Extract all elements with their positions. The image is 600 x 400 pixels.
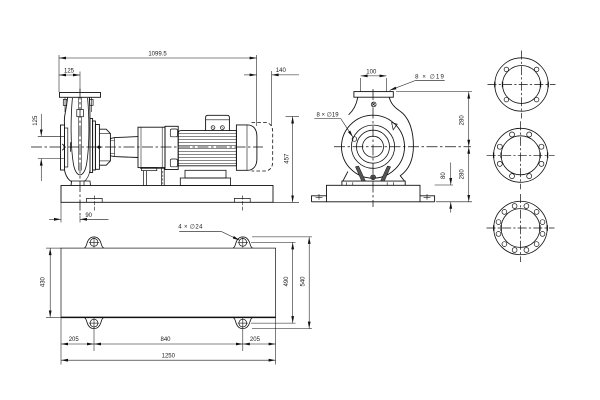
svg-text:457: 457: [284, 153, 290, 164]
svg-text:840: 840: [160, 337, 171, 343]
svg-text:205: 205: [250, 337, 261, 343]
svg-text:100: 100: [366, 69, 377, 75]
svg-text:205: 205: [69, 337, 80, 343]
svg-text:90: 90: [85, 213, 92, 219]
svg-text:280: 280: [460, 115, 466, 126]
svg-text:430: 430: [41, 276, 47, 287]
svg-text:1250: 1250: [162, 353, 176, 359]
svg-text:8 × ∅19: 8 × ∅19: [415, 74, 445, 81]
svg-text:1099.5: 1099.5: [148, 52, 167, 58]
svg-text:125: 125: [64, 68, 75, 74]
svg-text:8 × ∅19: 8 × ∅19: [316, 111, 339, 118]
svg-text:540: 540: [300, 276, 306, 287]
svg-text:490: 490: [284, 276, 290, 287]
svg-text:140: 140: [276, 68, 287, 74]
svg-text:4 × ∅24: 4 × ∅24: [178, 224, 203, 231]
svg-text:80: 80: [441, 172, 447, 179]
svg-text:125: 125: [33, 115, 39, 126]
svg-text:280: 280: [460, 169, 466, 180]
